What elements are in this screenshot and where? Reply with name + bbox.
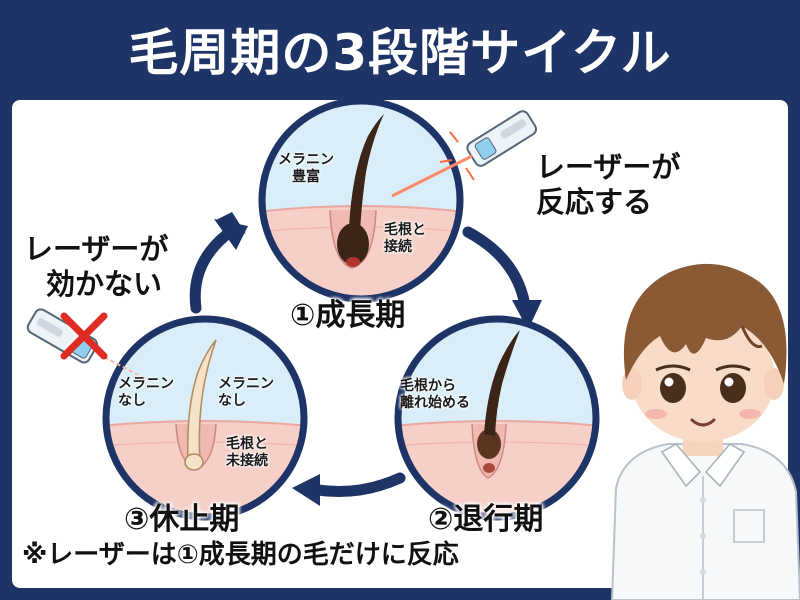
- footnote: ※レーザーは①成長期の毛だけに反応: [22, 540, 459, 570]
- page-title: 毛周期の3段階サイクル: [128, 24, 672, 82]
- cycle-arrow-icon: [292, 472, 406, 506]
- stage-label-anagen: ①成長期: [290, 298, 406, 333]
- catagen-circle: [394, 315, 600, 521]
- cross-icon: [60, 312, 108, 360]
- callout-laser-reacts: レーザーが 反応する: [536, 150, 680, 220]
- title-bar: 毛周期の3段階サイクル: [0, 0, 800, 98]
- anagen-melanin-line2: 豊富: [292, 168, 320, 185]
- telogen-melanin-right-line2: なし: [218, 392, 246, 409]
- laser-device-icon: [26, 308, 98, 364]
- anagen-root-label: 毛根と 接続: [384, 222, 426, 256]
- cycle-arrow-icon: [189, 212, 248, 314]
- anagen-circle: [258, 97, 464, 303]
- catagen-detach-label: 毛根から 離れ始める: [400, 378, 470, 412]
- catagen-detach-line1: 毛根から: [400, 378, 456, 394]
- stage-label-telogen: ③休止期: [124, 502, 240, 537]
- cycle-arrow-icon: [462, 226, 542, 330]
- callout-no-effect-line1: レーザーが: [24, 232, 169, 266]
- callout-reacts-line1: レーザーが: [536, 150, 681, 184]
- telogen-melanin-left-line2: なし: [118, 392, 146, 409]
- anagen-melanin-label: メラニン 豊富: [278, 152, 334, 186]
- stage-label-catagen: ②退行期: [428, 502, 544, 537]
- telogen-melanin-left-label: メラニン なし: [118, 376, 174, 410]
- anagen-melanin-line1: メラニン: [278, 152, 334, 168]
- callout-laser-no-effect: レーザーが 効かない: [24, 232, 168, 302]
- anagen-root-line2: 接続: [384, 238, 412, 255]
- boy-illustration: [610, 263, 800, 600]
- callout-no-effect-line2: 効かない: [46, 266, 163, 301]
- catagen-detach-line2: 離れ始める: [400, 394, 470, 411]
- telogen-melanin-right-label: メラニン なし: [218, 376, 274, 410]
- laser-spark: [439, 131, 475, 181]
- telogen-root-line2: 未接続: [226, 452, 268, 469]
- laser-device-icon: [466, 110, 538, 167]
- telogen-circle: [102, 315, 308, 521]
- laser-beam: [391, 154, 473, 198]
- telogen-root-line1: 毛根と: [226, 436, 268, 452]
- telogen-root-label: 毛根と 未接続: [226, 436, 268, 470]
- telogen-melanin-left-line1: メラニン: [118, 376, 174, 392]
- anagen-root-line1: 毛根と: [384, 222, 426, 238]
- callout-reacts-line2: 反応する: [536, 184, 653, 219]
- telogen-melanin-right-line1: メラニン: [218, 376, 274, 392]
